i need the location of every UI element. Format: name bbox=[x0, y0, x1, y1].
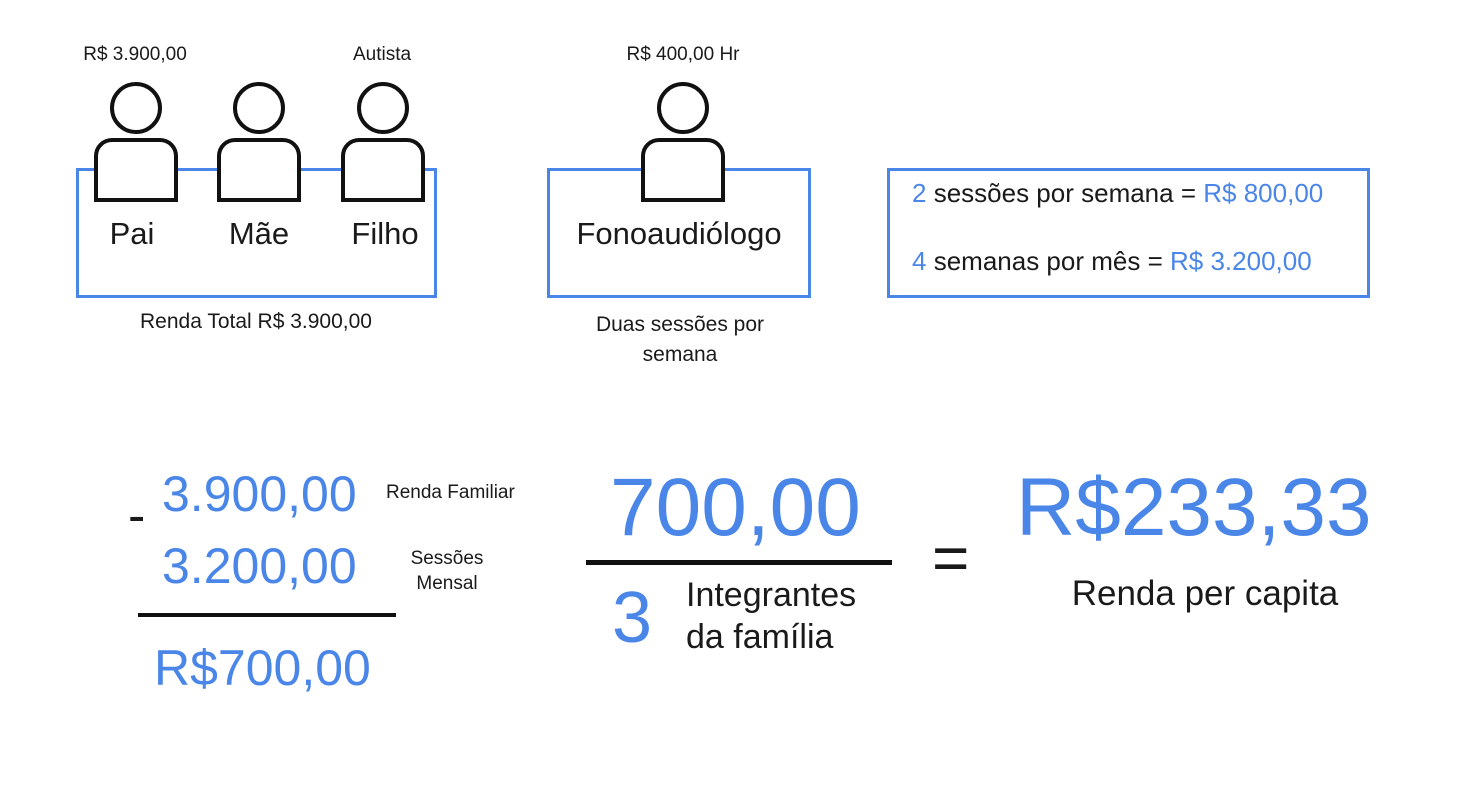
income-label: Renda Familiar bbox=[386, 482, 515, 503]
sessions-value: 3.200,00 bbox=[162, 538, 357, 594]
equals-sign: = bbox=[932, 522, 970, 594]
mother-icon bbox=[217, 82, 301, 204]
minus-operator: - bbox=[128, 487, 146, 545]
division-line bbox=[586, 560, 892, 565]
weekly-sessions-value: R$ 800,00 bbox=[1203, 178, 1324, 208]
weekly-sessions-count: 2 bbox=[912, 178, 927, 208]
division-denominator: 3 bbox=[612, 578, 653, 658]
monthly-weeks-value: R$ 3.200,00 bbox=[1170, 246, 1312, 276]
sessions-label: Sessões Mensal bbox=[410, 548, 484, 594]
subtraction-result: R$700,00 bbox=[154, 640, 371, 696]
subtraction-line bbox=[138, 613, 396, 617]
monthly-weeks-text: semanas por mês = bbox=[933, 246, 1163, 276]
monthly-weeks-count: 4 bbox=[912, 246, 927, 276]
father-income-label: R$ 3.900,00 bbox=[83, 44, 187, 65]
member-father: Pai bbox=[109, 216, 155, 251]
income-value: 3.900,00 bbox=[162, 466, 357, 522]
denominator-label: Integrantes da família bbox=[686, 576, 857, 656]
child-icon bbox=[341, 82, 425, 204]
therapist-frequency: Duas sessões por semana bbox=[595, 313, 765, 366]
cost-line-monthly: 4 semanas por mês = R$ 3.200,00 bbox=[912, 246, 1312, 277]
per-capita-label: Renda per capita bbox=[1071, 574, 1339, 613]
child-note-label: Autista bbox=[352, 44, 412, 65]
therapist-rate-label: R$ 400,00 Hr bbox=[626, 44, 740, 65]
father-icon bbox=[94, 82, 178, 204]
member-mother: Mãe bbox=[228, 216, 290, 251]
costs-box bbox=[887, 168, 1370, 298]
therapist-icon bbox=[641, 82, 725, 204]
cost-line-weekly: 2 sessões por semana = R$ 800,00 bbox=[912, 178, 1323, 209]
therapist-title: Fonoaudiólogo bbox=[576, 216, 782, 251]
weekly-sessions-text: sessões por semana = bbox=[933, 178, 1197, 208]
total-income-label: Renda Total R$ 3.900,00 bbox=[140, 310, 372, 333]
member-child: Filho bbox=[351, 216, 419, 251]
division-numerator: 700,00 bbox=[610, 462, 861, 553]
per-capita-value: R$233,33 bbox=[1016, 462, 1372, 553]
